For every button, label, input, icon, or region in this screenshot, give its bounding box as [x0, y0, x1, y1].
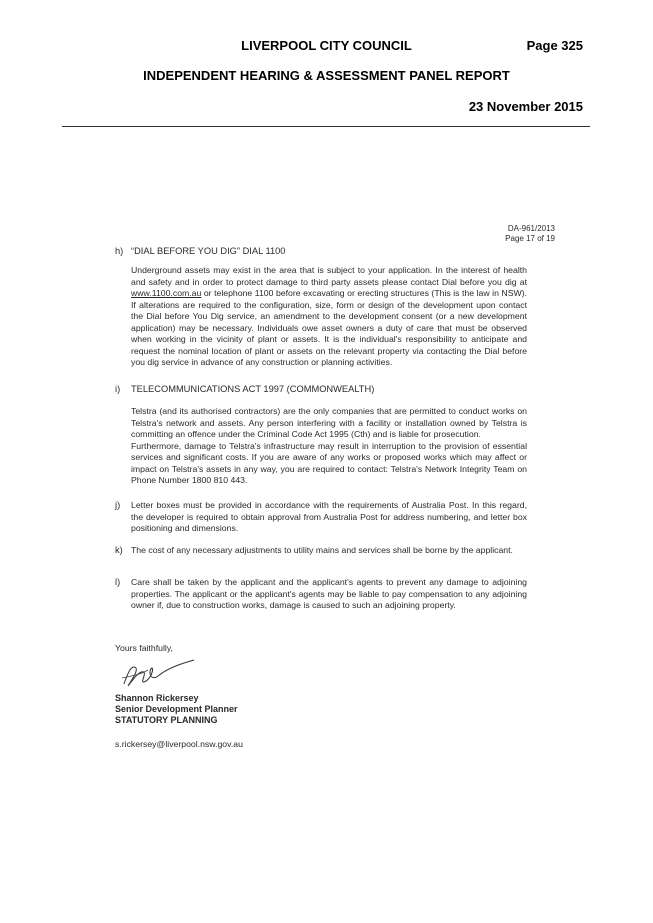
- section-h-letter: h): [115, 246, 124, 256]
- section-i-letter: i): [115, 384, 121, 394]
- section-h-text-2: or telephone 1100 before excavating or e…: [131, 288, 527, 367]
- header-divider: [62, 126, 590, 127]
- section-i-title: TELECOMMUNICATIONS ACT 1997 (COMMONWEALT…: [131, 384, 375, 394]
- section-k-letter: k): [115, 545, 123, 555]
- report-title: INDEPENDENT HEARING & ASSESSMENT PANEL R…: [143, 68, 510, 83]
- section-j-text: Letter boxes must be provided in accorda…: [131, 500, 527, 533]
- section-l-letter: l): [115, 577, 121, 587]
- council-name: LIVERPOOL CITY COUNCIL: [241, 38, 412, 53]
- signatory-role: Senior Development Planner: [115, 704, 238, 714]
- section-l-text: Care shall be taken by the applicant and…: [131, 577, 527, 610]
- section-i-paragraph-1: Telstra (and its authorised contractors)…: [131, 406, 527, 439]
- signatory-name: Shannon Rickersey: [115, 693, 199, 703]
- report-date: 23 November 2015: [468, 99, 583, 114]
- section-h-text-1: Underground assets may exist in the area…: [131, 265, 527, 287]
- section-i-body: Telstra (and its authorised contractors)…: [131, 406, 527, 487]
- section-i-paragraph-2: Furthermore, damage to Telstra's infrast…: [131, 440, 527, 486]
- dial-before-you-dig-link[interactable]: www.1100.com.au: [131, 288, 202, 298]
- section-k-text: The cost of any necessary adjustments to…: [131, 545, 513, 555]
- signatory-department: STATUTORY PLANNING: [115, 715, 218, 725]
- signatory-email[interactable]: s.rickersey@liverpool.nsw.gov.au: [115, 739, 243, 749]
- section-h-body: Underground assets may exist in the area…: [131, 265, 527, 369]
- reference-number: DA-961/2013: [507, 224, 555, 233]
- page-number: Page 325: [526, 38, 583, 53]
- section-h-title: “DIAL BEFORE YOU DIG” DIAL 1100: [131, 246, 286, 256]
- reference-page: Page 17 of 19: [505, 234, 555, 243]
- handwritten-signature: [121, 659, 195, 687]
- section-j-letter: j): [115, 500, 121, 510]
- sign-off: Yours faithfully,: [115, 643, 173, 653]
